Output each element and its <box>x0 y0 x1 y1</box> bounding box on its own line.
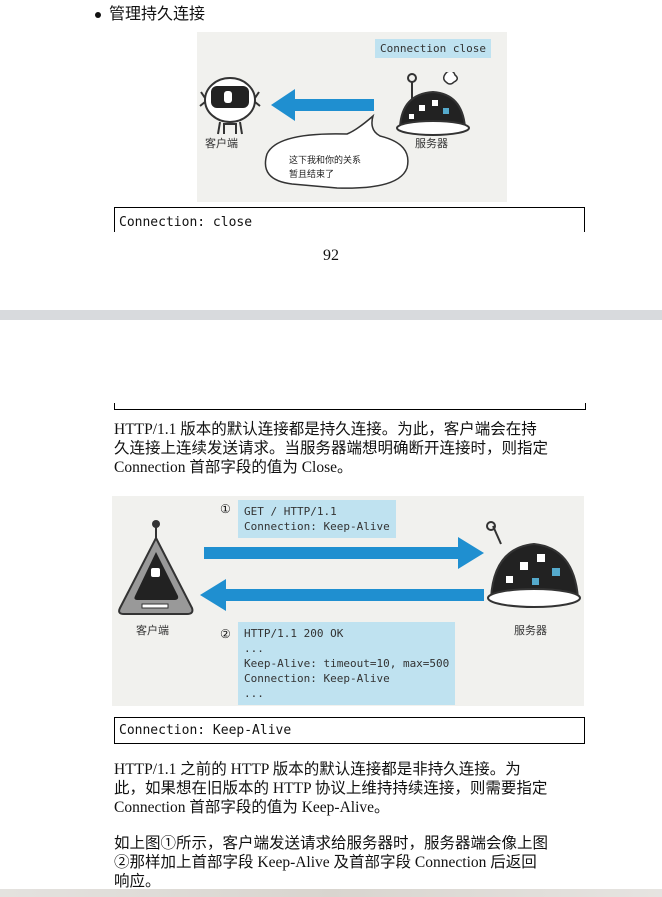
server-label: 服务器 <box>415 137 448 150</box>
figure-keep-alive: ① GET / HTTP/1.1 Connection: Keep-Alive <box>112 496 584 706</box>
arrow-to-server-icon <box>204 537 484 569</box>
client-robot-icon <box>118 520 194 615</box>
client-label: 客户端 <box>136 624 169 637</box>
response-number: ② <box>220 627 231 641</box>
response-line: ... <box>244 687 264 700</box>
paragraph-line: 久连接上连续发送请求。当服务器端想明确断开连接时，则指定 <box>114 440 549 457</box>
response-line: HTTP/1.1 200 OK <box>244 627 344 640</box>
server-robot-icon <box>396 72 470 136</box>
paragraph-line: 响应。 <box>114 873 161 890</box>
page-number: 92 <box>323 247 339 264</box>
request-line: GET / HTTP/1.1 <box>244 505 337 518</box>
paragraph-line: 如上图①所示，客户端发送请求给服务器时，服务器端会像上图 <box>114 835 549 852</box>
speech-bubble-icon <box>264 113 409 189</box>
paragraph-line: Connection 首部字段的值为 Close。 <box>114 459 353 476</box>
client-label: 客户端 <box>205 137 238 150</box>
code-box-connection-close: Connection: close <box>114 207 585 232</box>
paragraph-3: 如上图①所示，客户端发送请求给服务器时，服务器端会像上图 ②那样加上首部字段 K… <box>114 834 586 891</box>
server-label: 服务器 <box>514 624 547 637</box>
code-box-keep-alive: Connection: Keep-Alive <box>114 717 585 744</box>
response-callout: HTTP/1.1 200 OK ... Keep-Alive: timeout=… <box>238 622 456 705</box>
paragraph-1: HTTP/1.1 版本的默认连接都是持久连接。为此，客户端会在持 久连接上连续发… <box>114 420 586 477</box>
bullet-heading: 管理持久连接 <box>95 0 205 24</box>
request-line: Connection: Keep-Alive <box>244 520 390 533</box>
server-robot-icon <box>486 521 581 608</box>
speech-line: 暂且结束了 <box>289 170 335 180</box>
code-text: Connection: close <box>119 215 253 230</box>
code-text: Connection: Keep-Alive <box>119 723 292 738</box>
paragraph-line: 此，如果想在旧版本的 HTTP 协议上维持持续连接，则需要指定 <box>114 780 548 797</box>
paragraph-2: HTTP/1.1 之前的 HTTP 版本的默认连接都是非持久连接。为 此，如果想… <box>114 760 586 817</box>
page-separator <box>0 310 662 320</box>
paragraph-line: Connection 首部字段的值为 Keep-Alive。 <box>114 799 390 816</box>
bullet-heading-text: 管理持久连接 <box>109 4 206 23</box>
figure-connection-close: Connection close <box>197 32 507 202</box>
request-number: ① <box>220 502 231 516</box>
client-robot-icon <box>199 77 261 135</box>
callout-connection-close: Connection close <box>375 39 491 58</box>
response-line: ... <box>244 642 264 655</box>
paragraph-line: HTTP/1.1 版本的默认连接都是持久连接。为此，客户端会在持 <box>114 421 537 438</box>
request-callout: GET / HTTP/1.1 Connection: Keep-Alive <box>238 500 396 538</box>
speech-text: 这下我和你的关系 暂且结束了 <box>289 154 361 182</box>
page-bottom-edge <box>0 889 662 897</box>
paragraph-line: ②那样加上首部字段 Keep-Alive 及首部字段 Connection 后返… <box>114 854 537 871</box>
speech-line: 这下我和你的关系 <box>289 156 362 166</box>
paragraph-line: HTTP/1.1 之前的 HTTP 版本的默认连接都是非持久连接。为 <box>114 761 521 778</box>
response-line: Connection: Keep-Alive <box>244 672 390 685</box>
arrow-to-client-icon <box>271 89 374 121</box>
response-line: Keep-Alive: timeout=10, max=500 <box>244 657 450 670</box>
arrow-to-client-icon <box>200 579 484 611</box>
code-box-bottom-edge <box>114 403 586 410</box>
figure2-drawing <box>118 520 581 615</box>
bullet-dot <box>95 11 101 18</box>
figure1-drawing <box>199 72 470 189</box>
